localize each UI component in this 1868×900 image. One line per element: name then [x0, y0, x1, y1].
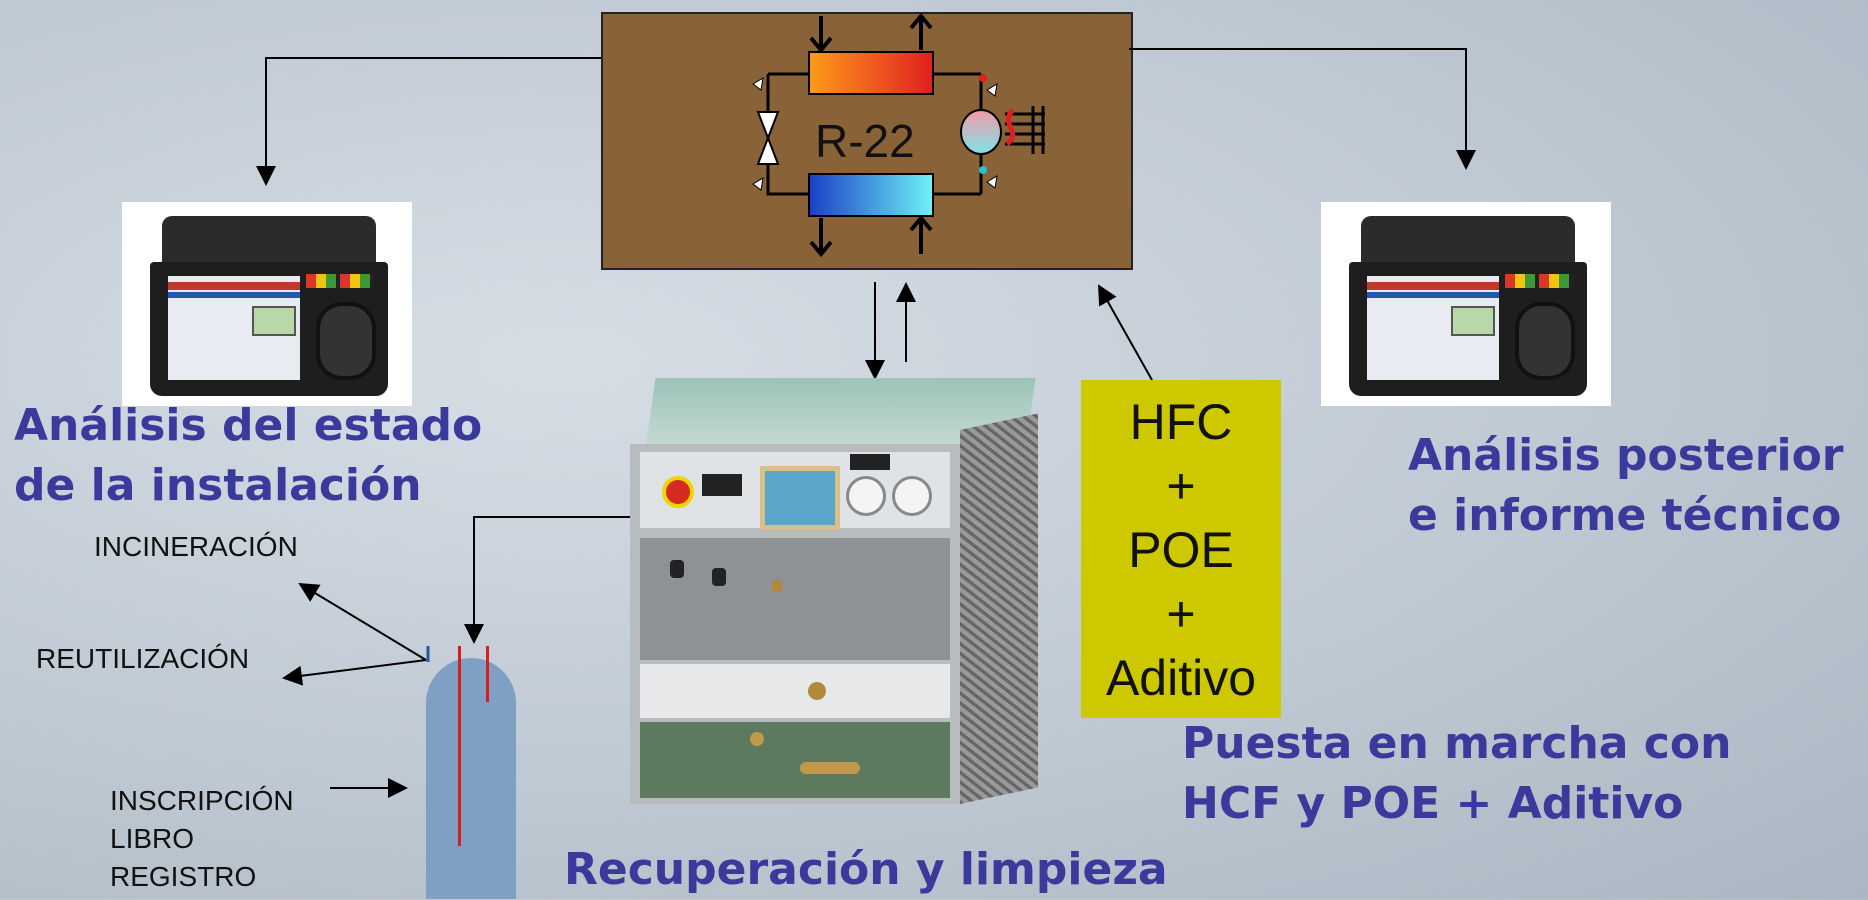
replacement-fluid-box: HFC + POE + Aditivo — [1081, 380, 1281, 718]
refrigeration-circuit-schematic — [752, 12, 1045, 258]
state-analysis-line-2: de la instalación — [14, 460, 422, 511]
compressor-icon — [960, 109, 1002, 155]
arrow-to-left-analyzer — [256, 57, 601, 186]
state-analysis-title: Análisis del estado de la instalación — [14, 396, 482, 516]
recovery-line: Recuperación y limpieza — [564, 844, 1168, 895]
arrow-to-incineration — [298, 582, 427, 661]
registry-label: INSCRIPCIÓN LIBRO REGISTRO — [110, 782, 294, 896]
left-analyzer-image — [122, 202, 412, 406]
recovery-unit-image — [630, 378, 1050, 808]
replacement-line-2: + — [1166, 458, 1196, 514]
refrigerant-label: R-22 — [815, 115, 915, 167]
arrow-to-cylinder — [464, 516, 632, 644]
startup-title: Puesta en marcha con HCF y POE + Aditivo — [1182, 714, 1731, 834]
startup-line-2: HCF y POE + Aditivo — [1182, 778, 1684, 829]
replacement-line-4: + — [1166, 586, 1196, 642]
installation-box: R-22 — [601, 12, 1133, 270]
replacement-line-1: HFC — [1129, 394, 1233, 450]
replacement-line-3: POE — [1128, 522, 1234, 578]
state-analysis-line-1: Análisis del estado — [14, 400, 483, 451]
post-analysis-line-1: Análisis posterior — [1408, 430, 1844, 481]
registry-line-2: LIBRO — [110, 823, 195, 854]
expansion-valve-icon — [756, 111, 780, 165]
post-analysis-title: Análisis posterior e informe técnico — [1408, 426, 1844, 546]
registry-line-3: REGISTRO — [110, 861, 257, 892]
arrow-from-replacement — [1098, 284, 1153, 381]
evaporator-bar — [808, 173, 934, 217]
recovery-title: Recuperación y limpieza — [564, 840, 1168, 900]
arrow-to-reuse — [282, 659, 427, 686]
condenser-bar — [808, 51, 934, 95]
right-analyzer-image — [1321, 202, 1611, 406]
startup-line-1: Puesta en marcha con — [1182, 718, 1732, 769]
arrow-to-right-analyzer — [1129, 48, 1476, 170]
recovery-cylinder-image — [426, 646, 516, 899]
motor-icon — [1005, 106, 1045, 154]
registry-line-1: INSCRIPCIÓN — [110, 785, 294, 816]
replacement-line-5: Aditivo — [1105, 650, 1257, 706]
incineration-label: INCINERACIÓN — [94, 531, 298, 562]
post-analysis-line-2: e informe técnico — [1408, 490, 1842, 541]
reuse-label: REUTILIZACIÓN — [36, 643, 250, 674]
